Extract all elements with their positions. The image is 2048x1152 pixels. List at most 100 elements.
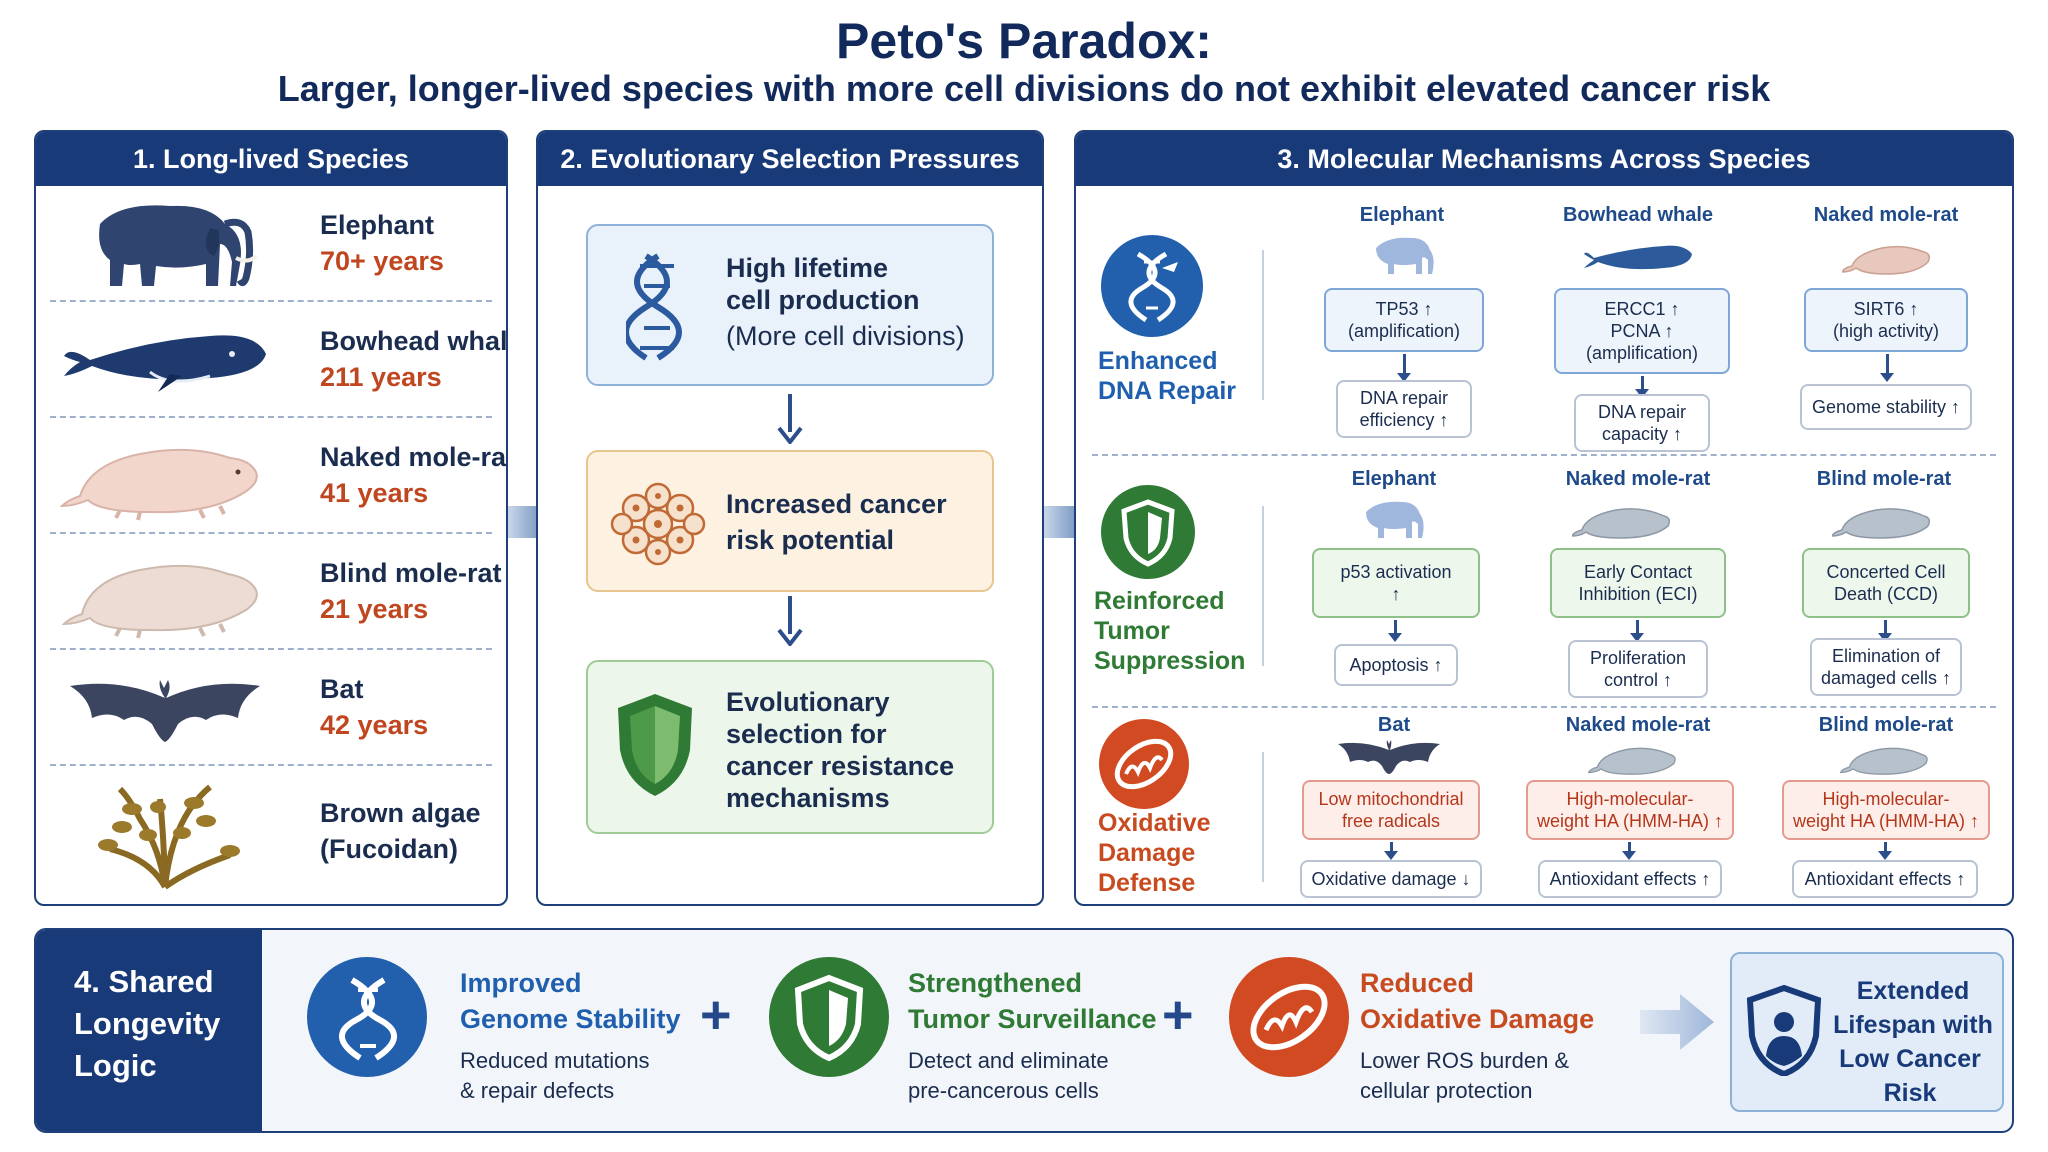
gene-box: Low mitochondrial free radicals (1302, 780, 1480, 840)
outcome-box: Apoptosis ↑ (1334, 644, 1458, 686)
elephant-icon (1366, 501, 1424, 538)
species-column-head: Naked mole-rat (1565, 468, 1711, 490)
species-column-head: Naked mole-rat (1565, 714, 1711, 736)
down-arrow-icon (1880, 354, 1894, 382)
outcome-box: Oxidative damage ↓ (1300, 860, 1482, 898)
mechanism-label: Oxidative (1098, 809, 1211, 837)
item-subtitle: Detect and eliminate (908, 1048, 1109, 1073)
gene-box-text: TP53 ↑ (amplification) (1347, 299, 1461, 341)
species-note: (Fucoidan) (320, 834, 458, 864)
mole-rat-icon (1842, 245, 1931, 275)
outcome-box-text: Antioxidant effects ↑ (1804, 869, 1966, 889)
result-text: Lifespan with (1833, 1011, 1993, 1039)
species-row: Naked mole-rat 41 years (50, 420, 506, 534)
elephant-icon (1376, 237, 1434, 274)
species-row: Elephant 70+ years (50, 188, 492, 302)
down-arrow-icon (1384, 842, 1398, 860)
mechanism-label: Tumor (1094, 617, 1170, 645)
elephant-icon (99, 205, 258, 287)
tumor-suppression-shield-icon (1101, 485, 1195, 579)
outcome-box-text: DNA repair efficiency ↑ (1359, 388, 1449, 430)
outcome-box: Antioxidant effects ↑ (1538, 860, 1722, 898)
down-arrow-icon (777, 596, 803, 646)
panel-heading-line: Longevity (74, 1006, 221, 1041)
box-text-line: Increased cancer (726, 489, 947, 519)
item-subtitle: Reduced mutations (460, 1048, 650, 1073)
outcome-box-text: Oxidative damage ↓ (1311, 869, 1471, 889)
gene-box: High-molecular- weight HA (HMM-HA) ↑ (1526, 780, 1734, 840)
whale-icon (64, 335, 266, 392)
mitochondria-icon (1099, 719, 1189, 809)
item-title: Tumor Surveillance (908, 1004, 1157, 1034)
mechanism-label: Defense (1098, 869, 1196, 897)
panel-long-lived-species: 1. Long-lived Species Elephant 70+ years… (34, 130, 508, 906)
plus-sign: + (1162, 985, 1194, 1045)
item-title: Improved (460, 968, 582, 998)
row-divider (1092, 706, 1996, 708)
species-column-head: Elephant (1359, 204, 1445, 226)
cell-production-box: High lifetime cell production (More cell… (586, 224, 994, 386)
box-text-line: cell production (726, 285, 920, 315)
gene-box-text: Low mitochondrial free radicals (1318, 789, 1464, 831)
mechanism-label: DNA Repair (1098, 377, 1236, 405)
page-title: Peto's Paradox: (836, 13, 1212, 69)
down-arrow-icon (1630, 620, 1644, 642)
species-column-head: Blind mole-rat (1818, 714, 1954, 736)
result-text: Low Cancer Risk (1839, 1045, 1981, 1107)
gene-box-text: High-molecular- weight HA (HMM-HA) ↑ (1536, 789, 1724, 831)
gene-box-text: p53 activation ↑ (1340, 562, 1452, 604)
panel-heading-line: 4. Shared (74, 964, 214, 999)
mechanism-label: Damage (1098, 839, 1196, 867)
species-name: Bowhead whale (320, 326, 508, 356)
item-subtitle: cellular protection (1360, 1078, 1533, 1103)
outcome-box: Antioxidant effects ↑ (1792, 860, 1978, 898)
dna-icon (626, 253, 682, 361)
flow-arrow-icon (1640, 994, 1714, 1050)
species-column-head: Bowhead whale (1562, 204, 1714, 226)
evolutionary-selection-box: Evolutionary selection for cancer resist… (586, 660, 994, 834)
down-arrow-icon (1878, 842, 1892, 860)
dna-repair-icon (1101, 235, 1203, 337)
shield-icon (618, 694, 692, 796)
species-column-head: Bat (1377, 714, 1411, 736)
item-subtitle: pre-cancerous cells (908, 1078, 1099, 1103)
panel-heading: 1. Long-lived Species (36, 132, 506, 186)
species-lifespan: 42 years (320, 710, 429, 740)
species-row: Bowhead whale 211 years (50, 304, 506, 418)
panel-heading: 3. Molecular Mechanisms Across Species (1076, 132, 2012, 186)
row-separator (1262, 752, 1264, 882)
down-arrow-icon (1878, 620, 1892, 642)
shield-icon (769, 957, 889, 1077)
box-text-line: cancer resistance (726, 751, 955, 781)
item-subtitle: & repair defects (460, 1078, 615, 1103)
down-arrow-icon (1622, 842, 1636, 860)
item-subtitle: Lower ROS burden & (1360, 1048, 1570, 1073)
species-column-head: Blind mole-rat (1816, 468, 1952, 490)
plus-sign: + (700, 985, 732, 1045)
outcome-box-text: Apoptosis ↑ (1349, 655, 1443, 675)
species-name: Brown algae (320, 798, 481, 828)
mole-rat-icon (61, 564, 258, 639)
gene-box: p53 activation ↑ (1312, 548, 1480, 618)
species-name: Blind mole-rat (320, 558, 502, 588)
mole-rat-icon (1832, 508, 1931, 539)
panel-heading-line: Logic (74, 1048, 157, 1083)
gene-box-text: SIRT6 ↑ (high activity) (1832, 299, 1940, 341)
item-title: Genome Stability (460, 1004, 681, 1034)
item-title: Reduced (1360, 968, 1475, 998)
mole-rat-icon (1588, 747, 1676, 775)
cancer-risk-box: Increased cancer risk potential (586, 450, 994, 592)
bat-icon (70, 680, 260, 742)
row-separator (1262, 506, 1264, 666)
page-subtitle: Larger, longer-lived species with more c… (277, 68, 1771, 109)
outcome-box-text: DNA repair capacity ↑ (1597, 402, 1687, 444)
outcome-box: Proliferation control ↑ (1568, 640, 1708, 698)
algae-icon (98, 784, 240, 890)
gene-box: Early Contact Inhibition (ECI) (1550, 548, 1726, 618)
outcome-box-text: Elimination of damaged cells ↑ (1820, 646, 1952, 688)
gene-box-text: ERCC1 ↑ PCNA ↑ (amplification) (1585, 299, 1699, 363)
gene-box-text: Concerted Cell Death (CCD) (1826, 562, 1946, 604)
panel-shared-longevity-logic: 4. Shared Longevity Logic Improved Genom… (34, 928, 2014, 1133)
outcome-box: DNA repair capacity ↑ (1574, 394, 1710, 452)
species-column-head: Elephant (1351, 468, 1437, 490)
